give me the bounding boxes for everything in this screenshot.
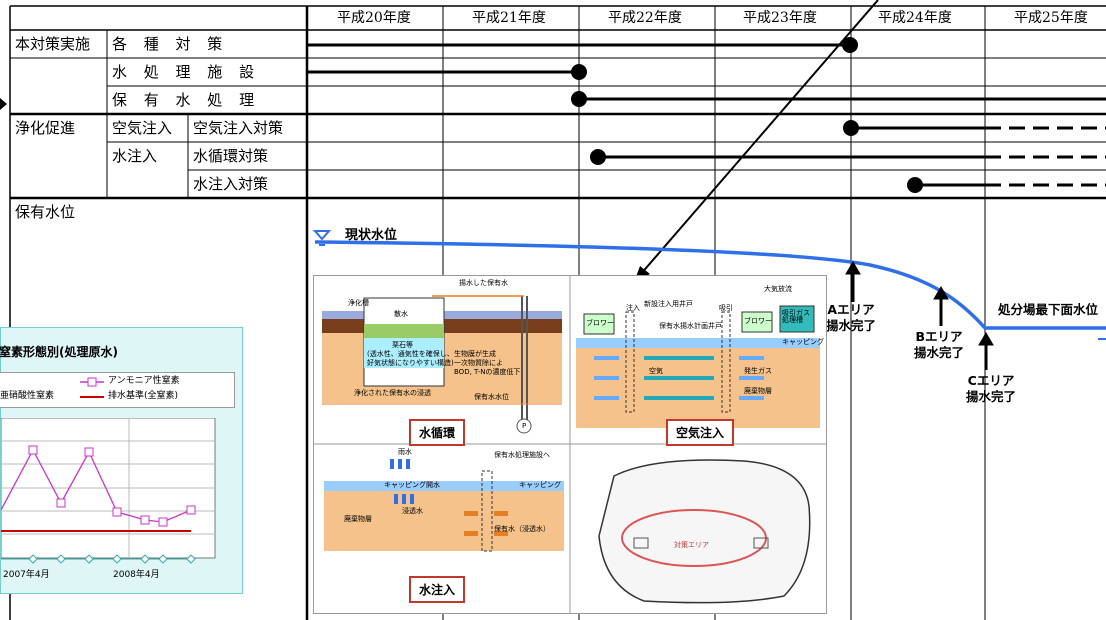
label-water-injection: 水注入 — [112, 147, 158, 165]
year-header-4: 平成23年度 — [743, 10, 817, 26]
p3-waste: 廃棄物層 — [344, 515, 372, 523]
p1-sprinkle-label: 散水 — [394, 310, 408, 318]
area-b-complete: Bエリア揚水完了 — [914, 329, 965, 360]
caption-water-circulation: 水循環 — [409, 419, 466, 446]
p1-note2: 好気状態になりやすい構造) — [367, 359, 454, 367]
inset-title: 窒素形態別(処理原水) — [0, 345, 118, 359]
area-a-complete: Aエリア揚水完了 — [826, 302, 877, 333]
p1-note1: (透水性、通気性を確保し、 — [367, 350, 454, 358]
caption-water-injection: 水注入 — [409, 576, 466, 603]
year-header-3: 平成22年度 — [608, 10, 682, 26]
year-header-6: 平成25年度 — [1014, 10, 1088, 26]
year-header-2: 平成21年度 — [472, 10, 546, 26]
inset-x-label-2: 2008年4月 — [113, 570, 160, 580]
nitrogen-inset-chart: 窒素形態別(処理原水) アンモニア性窒素 亜硝酸性窒素 排水基準(全窒素) — [0, 327, 243, 594]
p2-air: 空気 — [649, 367, 663, 375]
p3-rain: 雨水 — [398, 448, 412, 456]
inset-plot — [1, 418, 216, 564]
p2-waste: 廃棄物層 — [744, 387, 772, 395]
p2-suction: 吸引 — [719, 304, 733, 312]
row-air-injection-measure: 空気注入対策 — [193, 119, 284, 137]
label-air-injection: 空気注入 — [112, 119, 173, 137]
caption-air-injection: 空気注入 — [666, 419, 735, 446]
p2-vent-label: 大気放流 — [764, 285, 792, 293]
p1-bottom-label: 浄化された保有水の浸透 — [354, 389, 431, 397]
row-various-measures: 各 種 対 策 — [112, 35, 229, 53]
legend-standard: 排水基準(全窒素) — [108, 391, 179, 401]
p1-note5: BOD, T-Nの濃度低下 — [454, 368, 521, 376]
target-level-label: 処分場最下面水位 — [998, 302, 1099, 317]
p1-level-label: 保有水水位 — [474, 393, 509, 401]
legend-ammonia: アンモニア性窒素 — [108, 376, 180, 386]
p3-cap-open: キャッピング開水 — [384, 481, 440, 489]
area-c-complete: Cエリア揚水完了 — [966, 373, 1017, 404]
p3-held: 保有水（浸透水） — [494, 525, 550, 533]
illustration-panels: 揚水した保有水 浄化槽 散水 栗石等 (透水性、通気性を確保し、 好気状態になり… — [313, 275, 827, 614]
p1-tank-label: 浄化槽 — [348, 299, 369, 307]
inset-x-label-1: 2007年4月 — [3, 570, 50, 580]
label-held-water-level: 保有水位 — [15, 203, 76, 221]
legend-nitrite: 亜硝酸性窒素 — [0, 391, 55, 401]
p2-blower1: ブロワー — [586, 319, 614, 327]
row-water-circulation: 水循環対策 — [193, 147, 269, 165]
p1-pump-label: P — [522, 422, 527, 430]
p2-treat: 吸引ガス処理槽 — [782, 309, 810, 324]
year-header-1: 平成20年度 — [337, 10, 411, 26]
row-water-injection-measure: 水注入対策 — [193, 175, 269, 193]
row-water-treatment-facility: 水 処 理 施 設 — [112, 63, 261, 81]
p1-note4: 一次物質除によ — [454, 359, 503, 367]
group-purification: 浄化促進 — [15, 119, 76, 137]
current-level-label: 現状水位 — [345, 228, 398, 243]
year-header-5: 平成24年度 — [878, 10, 952, 26]
water-level-curve — [314, 240, 1106, 330]
water-level-icon — [312, 230, 332, 246]
row-held-water-treatment: 保 有 水 処 理 — [112, 91, 261, 109]
p2-blower2: ブロワー — [744, 317, 772, 325]
group-main-measures: 本対策実施 — [15, 35, 91, 53]
p1-stone-label: 栗石等 — [392, 341, 413, 349]
p2-well2-label: 保有水揚水計画井戸 — [659, 322, 722, 330]
p3-to: 保有水処理施設へ — [494, 451, 550, 459]
p3-seep: 浸透水 — [402, 507, 423, 515]
p1-note3: 生物膜が生成 — [454, 350, 496, 358]
inset-legend: アンモニア性窒素 亜硝酸性窒素 排水基準(全窒素) — [0, 372, 235, 408]
p3-cap: キャッピング — [519, 481, 561, 489]
p4-area-label: 対策エリア — [674, 541, 709, 549]
p2-inject: 注入 — [626, 304, 640, 312]
p1-top-label: 揚水した保有水 — [459, 279, 508, 287]
p2-well-label: 新設注入用井戸 — [644, 300, 693, 308]
p2-gas: 発生ガス — [744, 367, 772, 375]
p2-cap: キャッピング — [782, 338, 824, 346]
